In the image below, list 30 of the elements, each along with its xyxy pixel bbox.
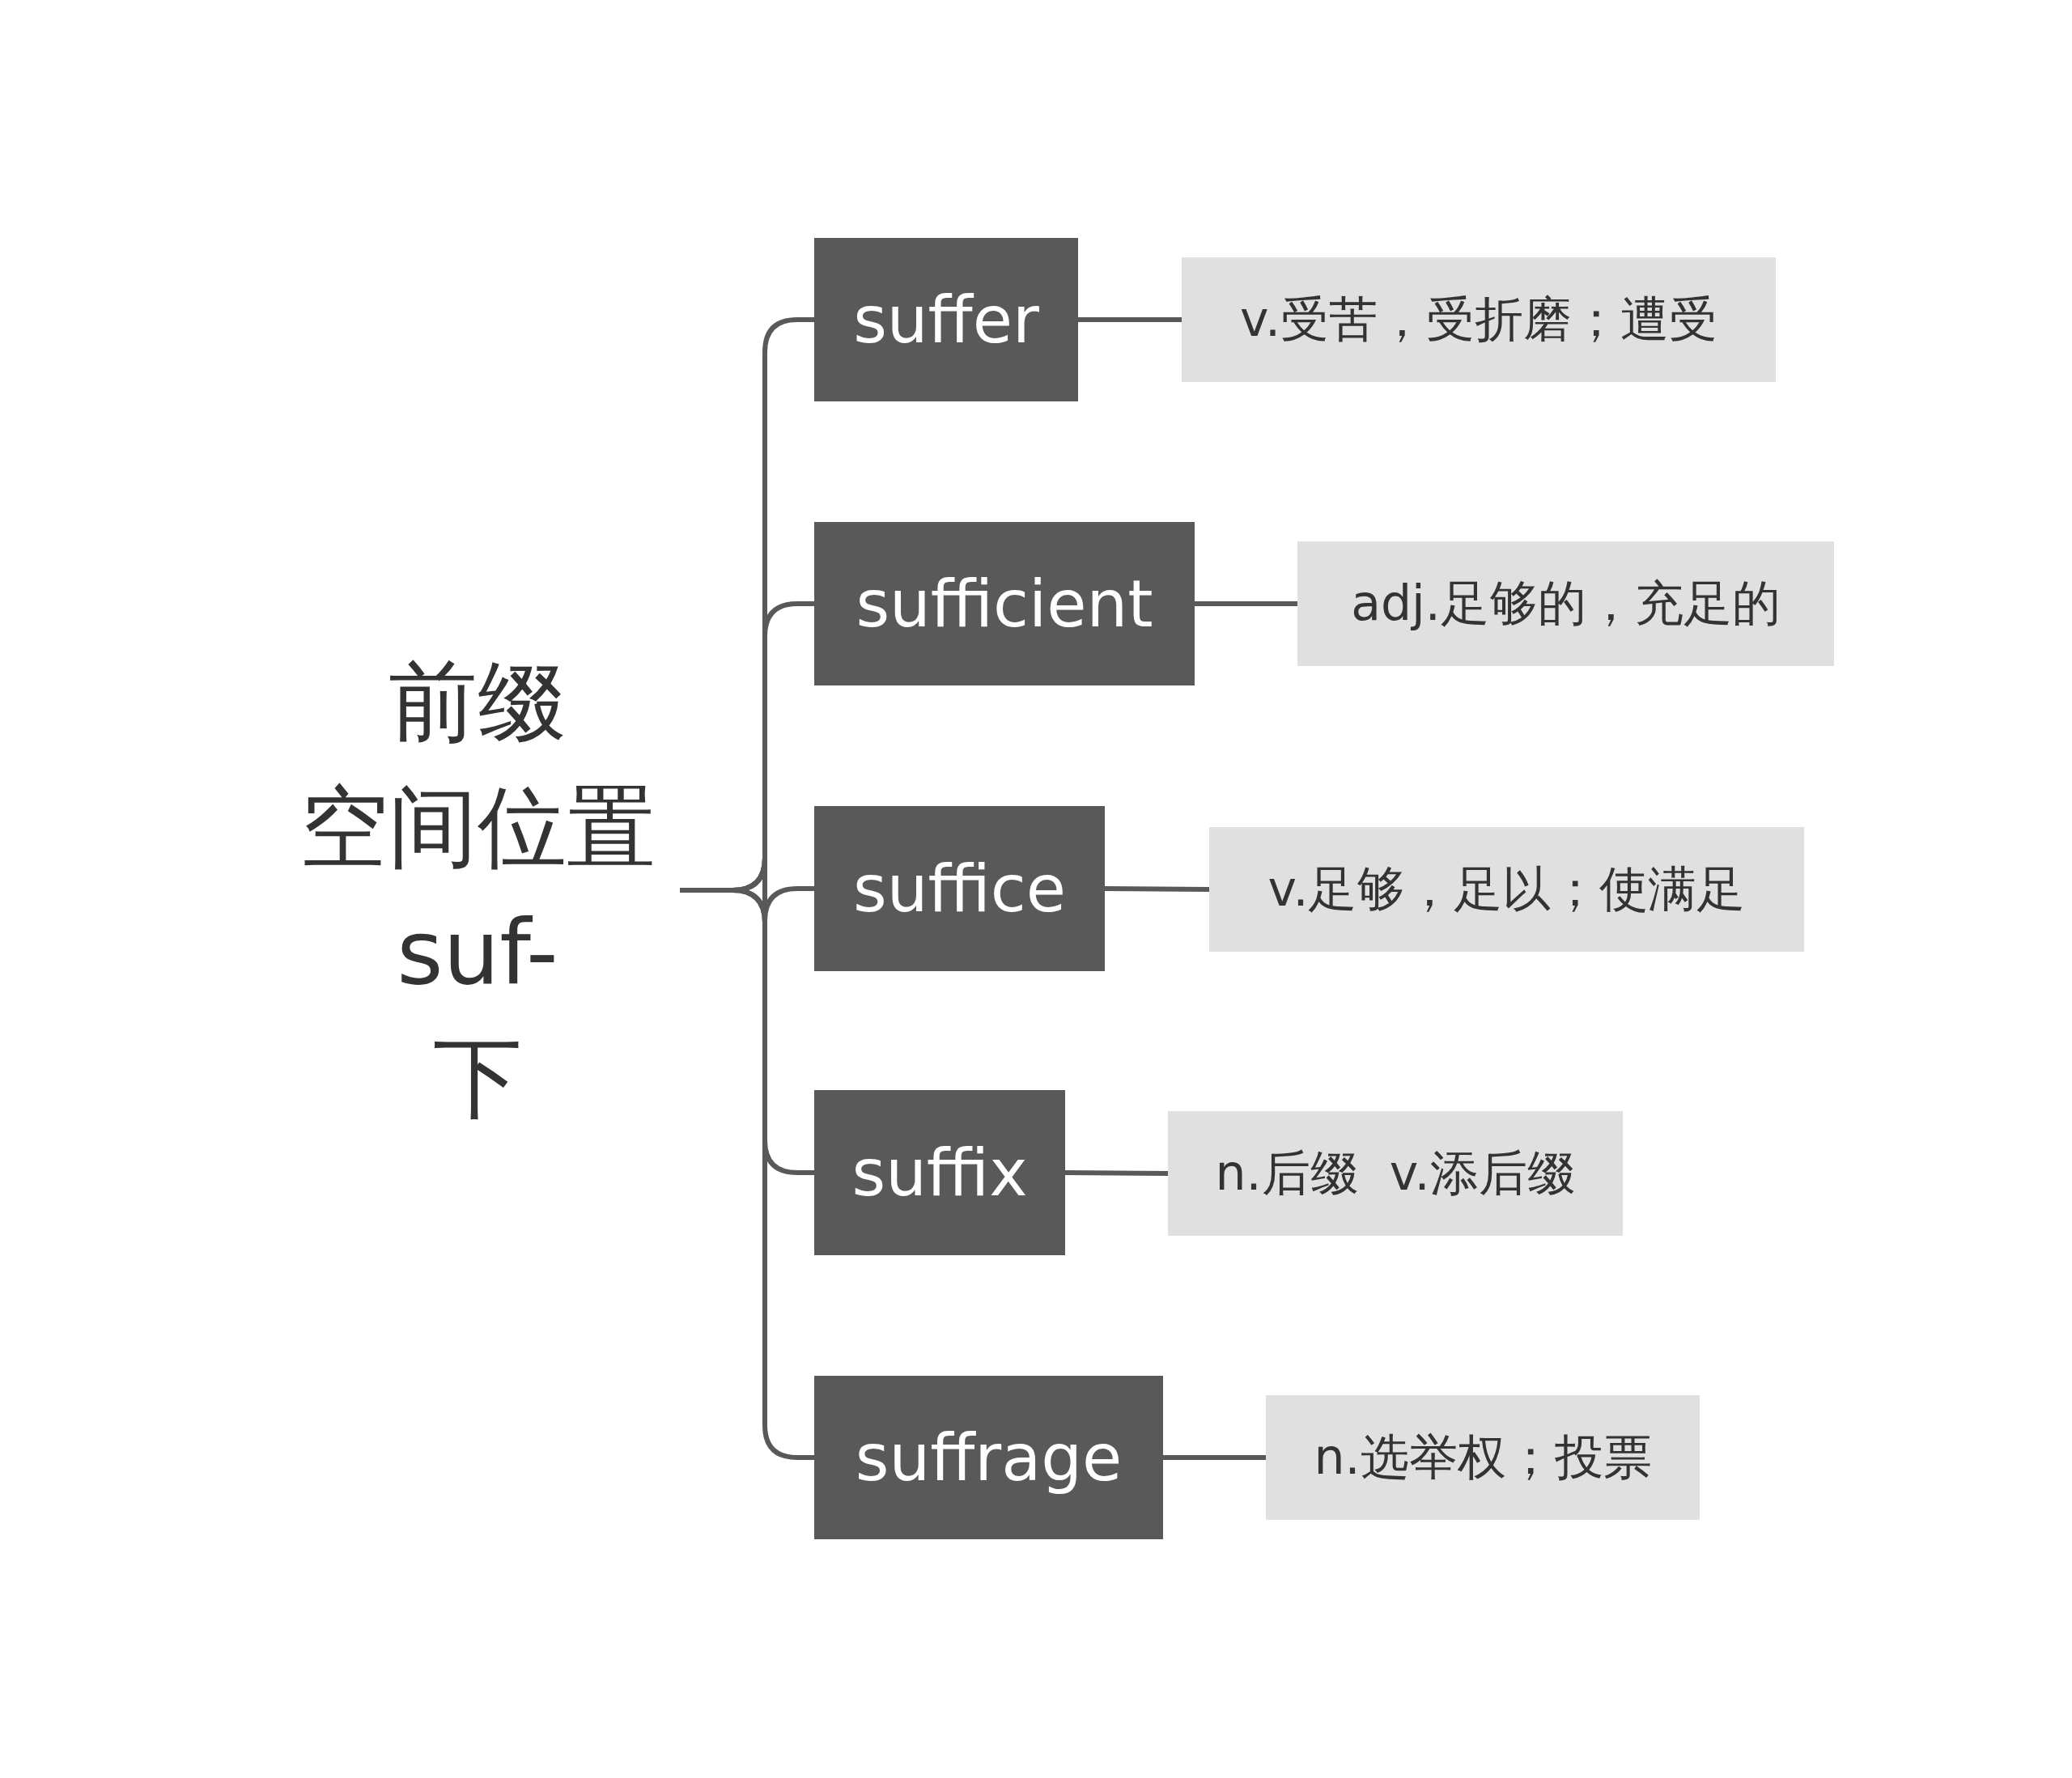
word-box bbox=[814, 806, 1105, 971]
word-box bbox=[814, 522, 1195, 685]
connector-line bbox=[1064, 1170, 1169, 1176]
word-box bbox=[814, 1376, 1163, 1539]
brace-connector bbox=[680, 888, 814, 1460]
definition-box bbox=[1209, 827, 1804, 952]
definition-text: v.受苦，受折磨；遭受 bbox=[1240, 289, 1717, 349]
definition-box bbox=[1168, 1111, 1623, 1236]
word-box bbox=[814, 238, 1078, 401]
definition-box bbox=[1182, 257, 1776, 382]
word-text: suffix bbox=[851, 1135, 1028, 1211]
topic-text: suf- bbox=[397, 900, 558, 1006]
definition-text: adj.足够的，充足的 bbox=[1351, 573, 1781, 633]
definition-box bbox=[1266, 1395, 1700, 1520]
connector-line bbox=[1078, 317, 1182, 322]
topic-text: 前缀 bbox=[388, 649, 567, 755]
word-text: suffice bbox=[853, 851, 1066, 927]
word-text: suffrage bbox=[855, 1419, 1123, 1496]
connector-line bbox=[1104, 886, 1210, 892]
definition-text: n.后缀 v.添后缀 bbox=[1215, 1143, 1576, 1203]
topic-text: 下 bbox=[433, 1025, 522, 1131]
definition-text: n.选举权；投票 bbox=[1314, 1427, 1652, 1487]
word-box bbox=[814, 1090, 1065, 1255]
definition-box bbox=[1297, 541, 1834, 666]
word-text: suffer bbox=[853, 282, 1039, 358]
connector-line bbox=[1163, 1455, 1266, 1460]
connector-line bbox=[1195, 601, 1297, 606]
word-text: sufficient bbox=[856, 566, 1153, 642]
definition-text: v.足够，足以；使满足 bbox=[1267, 859, 1746, 919]
topic-text: 空间位置 bbox=[299, 774, 656, 881]
